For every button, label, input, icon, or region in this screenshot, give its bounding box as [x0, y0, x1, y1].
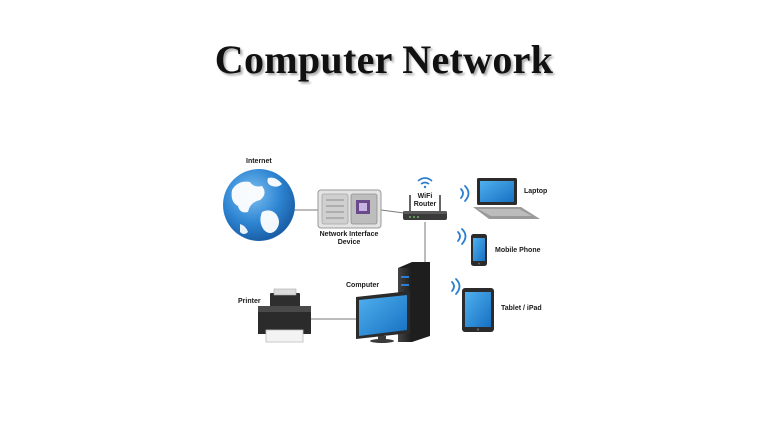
tablet-icon	[462, 288, 494, 332]
mobile-phone-icon	[471, 234, 487, 266]
label-tablet: Tablet / iPad	[501, 305, 542, 312]
wifi-router-icon	[403, 177, 447, 220]
label-printer: Printer	[238, 298, 261, 305]
label-internet: Internet	[246, 158, 272, 165]
globe-icon	[223, 169, 295, 241]
label-computer: Computer	[346, 282, 380, 289]
wifi-signal-icon	[451, 185, 470, 295]
label-network-interface-device: Network Interface Device	[319, 231, 379, 246]
printer-icon	[258, 288, 311, 343]
label-laptop: Laptop	[524, 188, 548, 195]
label-wifi-router: WiFi Router	[413, 193, 437, 208]
slide-title: Computer Network	[214, 37, 554, 82]
label-mobile-phone: Mobile Phone	[495, 247, 541, 254]
connector-nid-router	[380, 209, 405, 214]
network-interface-device-icon	[317, 189, 382, 229]
laptop-icon	[473, 178, 540, 219]
monitor-icon	[356, 291, 410, 343]
connections	[293, 209, 426, 320]
